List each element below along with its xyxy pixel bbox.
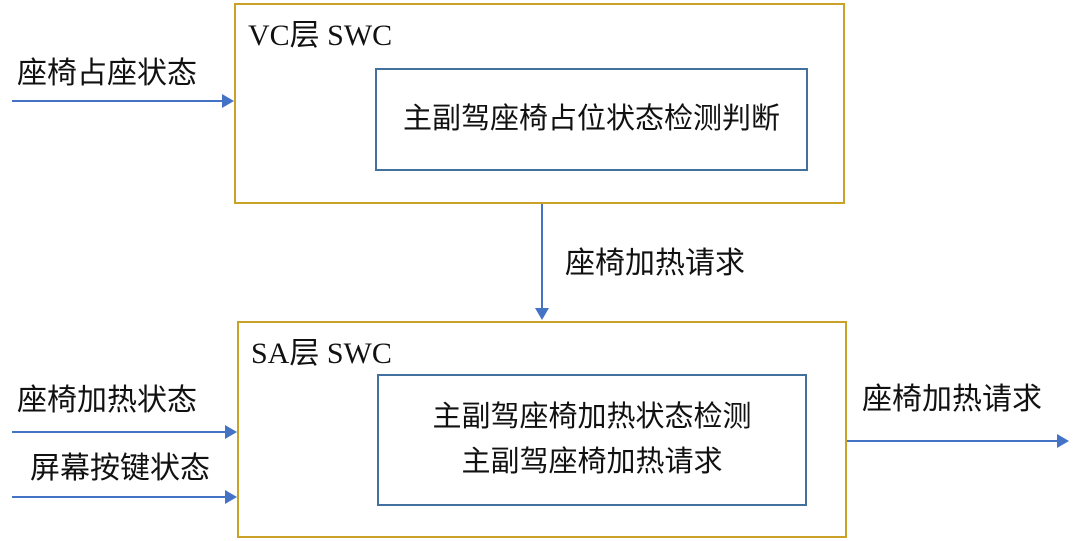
seat-heating-request-out-arrow-head-icon — [1057, 434, 1069, 448]
seat-heating-request-mid-arrow-head-icon — [535, 308, 549, 320]
seat-occupancy-arrow-line — [12, 100, 222, 102]
sa-swc-box: SA层 SWC 主副驾座椅加热状态检测 主副驾座椅加热请求 — [237, 321, 847, 538]
sa-swc-title: SA层 SWC — [251, 337, 392, 370]
vc-swc-title: VC层 SWC — [248, 19, 393, 52]
screen-button-status-arrow-line — [12, 496, 225, 498]
sa-inner-process-label-line1: 主副驾座椅加热状态检测 — [432, 401, 752, 434]
vc-inner-process-box: 主副驾座椅占位状态检测判断 — [375, 68, 808, 171]
seat-occupancy-status-label: 座椅占座状态 — [17, 57, 197, 90]
sa-inner-process-box: 主副驾座椅加热状态检测 主副驾座椅加热请求 — [377, 374, 807, 506]
screen-button-status-label: 屏幕按键状态 — [30, 452, 210, 485]
seat-heating-status-label: 座椅加热状态 — [17, 384, 197, 417]
seat-heating-request-mid-label: 座椅加热请求 — [565, 247, 745, 280]
vc-swc-box: VC层 SWC 主副驾座椅占位状态检测判断 — [234, 3, 845, 204]
seat-heating-request-out-label: 座椅加热请求 — [862, 383, 1042, 416]
seat-heating-status-arrow-line — [12, 431, 225, 433]
seat-heating-status-arrow-head-icon — [225, 425, 237, 439]
screen-button-status-arrow-head-icon — [225, 490, 237, 504]
seat-heating-request-out-arrow-line — [847, 440, 1057, 442]
seat-occupancy-arrow-head-icon — [222, 94, 234, 108]
vc-inner-process-label: 主副驾座椅占位状态检测判断 — [402, 103, 780, 136]
seat-heating-request-mid-arrow-line — [541, 204, 543, 309]
sa-inner-process-label-line2: 主副驾座椅加热请求 — [461, 446, 723, 478]
